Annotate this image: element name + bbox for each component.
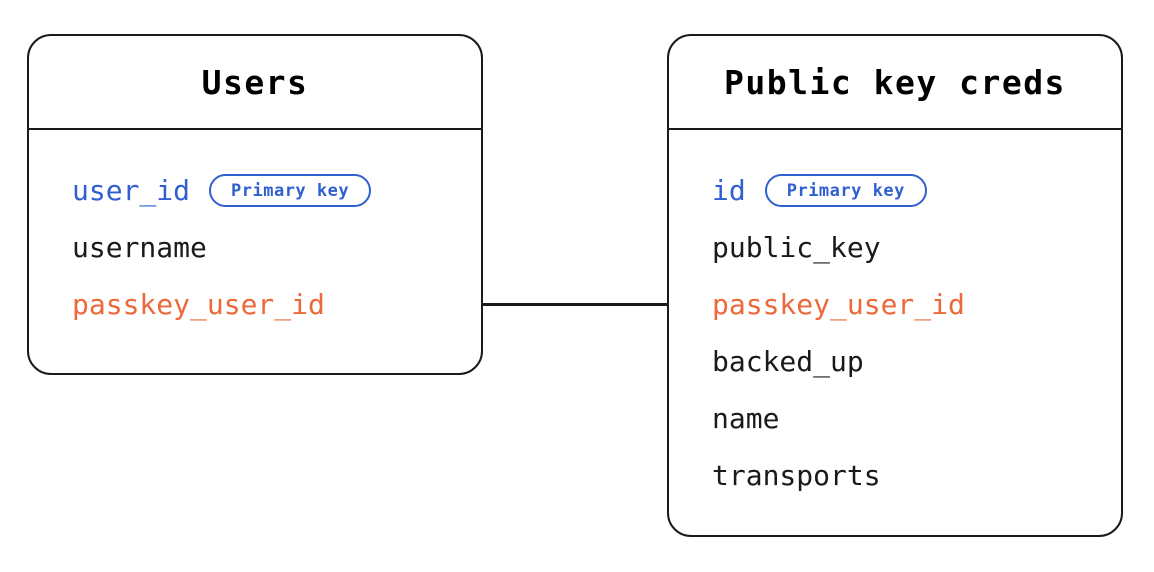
field-row-name[interactable]: name	[669, 390, 1121, 447]
field-row-username[interactable]: username	[29, 219, 481, 276]
field-row-transports[interactable]: transports	[669, 447, 1121, 504]
field-name-id: id	[712, 173, 746, 207]
entity-title-users: Users	[201, 62, 309, 102]
field-name-username: username	[72, 230, 207, 264]
relationship-connector-line	[481, 303, 669, 306]
entity-box-users[interactable]: Users user_id Primary key username passk…	[27, 34, 483, 375]
field-name-passkey-user-id-creds: passkey_user_id	[712, 287, 965, 321]
field-row-user-id[interactable]: user_id Primary key	[29, 162, 481, 219]
field-row-backed-up[interactable]: backed_up	[669, 333, 1121, 390]
field-name-name: name	[712, 401, 780, 435]
entity-field-list-users: user_id Primary key username passkey_use…	[29, 130, 481, 333]
field-row-id[interactable]: id Primary key	[669, 162, 1121, 219]
field-name-public-key: public_key	[712, 230, 881, 264]
entity-header-public-key-creds: Public key creds	[669, 36, 1121, 130]
field-row-passkey-user-id-creds[interactable]: passkey_user_id	[669, 276, 1121, 333]
entity-title-public-key-creds: Public key creds	[724, 62, 1066, 102]
entity-field-list-public-key-creds: id Primary key public_key passkey_user_i…	[669, 130, 1121, 504]
primary-key-badge-users: Primary key	[209, 174, 372, 207]
field-name-backed-up: backed_up	[712, 344, 864, 378]
entity-header-users: Users	[29, 36, 481, 130]
entity-box-public-key-creds[interactable]: Public key creds id Primary key public_k…	[667, 34, 1123, 537]
primary-key-badge-public-key-creds: Primary key	[764, 174, 927, 207]
field-name-user-id: user_id	[72, 173, 191, 207]
field-row-passkey-user-id-users[interactable]: passkey_user_id	[29, 276, 481, 333]
field-name-passkey-user-id-users: passkey_user_id	[72, 287, 325, 321]
field-row-public-key[interactable]: public_key	[669, 219, 1121, 276]
field-name-transports: transports	[712, 458, 881, 492]
